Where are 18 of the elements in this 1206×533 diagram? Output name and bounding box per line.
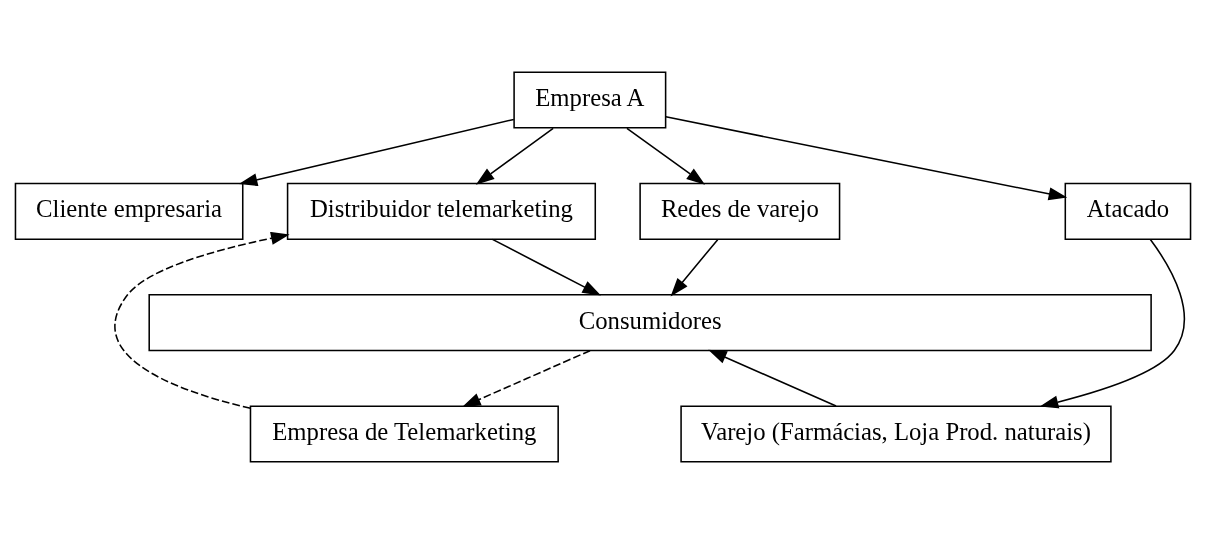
arrow: [626, 127, 706, 185]
arrow: [665, 115, 1068, 200]
arrow: [1039, 238, 1185, 408]
node-box: Empresa de Telemarketing: [249, 404, 559, 463]
arrow: [475, 127, 554, 185]
node-box: Atacado: [1064, 182, 1192, 240]
node-box: Redes de varejo: [639, 182, 841, 240]
node-box: Cliente empresaria: [14, 182, 244, 240]
arrow: [708, 349, 837, 407]
node-box: Varejo (Farmácias, Loja Prod. naturais): [680, 404, 1112, 463]
arrow: [238, 118, 515, 186]
arrow: [491, 238, 601, 296]
node-box: Consumidores: [148, 293, 1152, 351]
node-box: Empresa A: [513, 70, 667, 129]
node-box: Distribuidor telemarketing: [286, 182, 597, 240]
arrow: [114, 231, 290, 409]
arrow: [670, 238, 719, 296]
arrow: [462, 349, 591, 407]
